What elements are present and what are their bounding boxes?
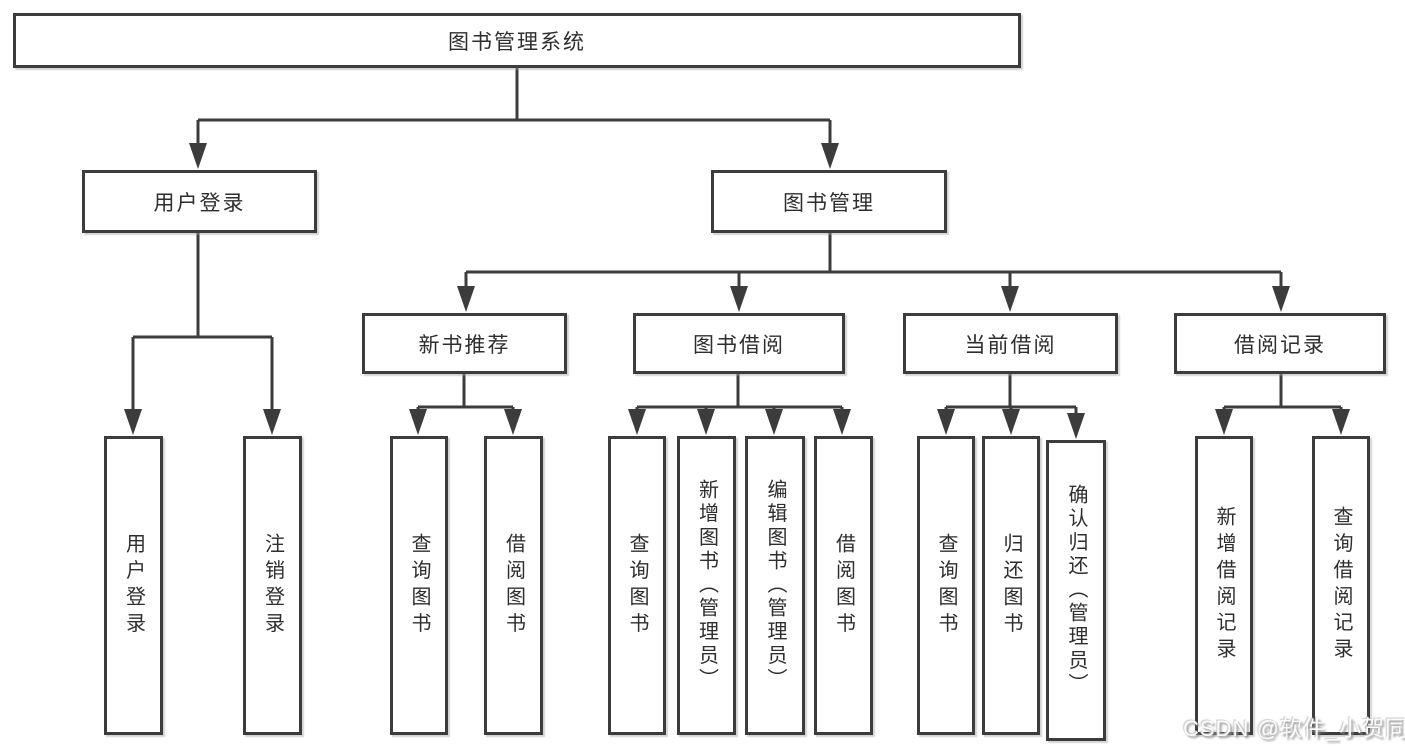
leaf-label: 确认归还（管理员） bbox=[1065, 484, 1087, 697]
node-label: 图书管理系统 bbox=[448, 30, 586, 54]
leaf-return-books: 归还图书 bbox=[982, 436, 1040, 735]
connector-root-branch bbox=[189, 66, 839, 169]
node-root-system: 图书管理系统 bbox=[13, 13, 1021, 68]
leaf-user-login: 用户登录 bbox=[104, 436, 163, 735]
leaf-edit-books-admin: 编辑图书（管理员） bbox=[745, 436, 805, 735]
leaf-add-borrow-record: 新增借阅记录 bbox=[1195, 436, 1253, 735]
leaf-query-books-recommend: 查询图书 bbox=[390, 436, 448, 735]
node-user-login: 用户登录 bbox=[82, 170, 317, 233]
leaf-confirm-return-admin: 确认归还（管理员） bbox=[1046, 440, 1106, 741]
node-borrow-records: 借阅记录 bbox=[1174, 313, 1386, 374]
connector-new-book-branch bbox=[409, 372, 522, 435]
leaf-borrow-books-recommend: 借阅图书 bbox=[484, 436, 543, 735]
node-label: 图书管理 bbox=[783, 191, 875, 215]
node-new-book-recommend: 新书推荐 bbox=[362, 313, 567, 374]
leaf-query-books-borrow: 查询图书 bbox=[608, 436, 666, 735]
leaf-label: 新增图书（管理员） bbox=[695, 479, 718, 692]
csdn-watermark: CSDN @软件_小贺同学 bbox=[1183, 716, 1405, 741]
leaf-label: 查询图书 bbox=[935, 532, 957, 639]
leaf-label: 编辑图书（管理员） bbox=[764, 479, 786, 692]
connector-book-mgmt-branch bbox=[457, 230, 1290, 312]
connector-borrow-records-branch bbox=[1215, 372, 1350, 435]
leaf-logout: 注销登录 bbox=[243, 436, 302, 735]
node-book-borrow: 图书借阅 bbox=[633, 313, 845, 374]
connector-book-borrow-branch bbox=[628, 372, 851, 435]
leaf-add-books-admin: 新增图书（管理员） bbox=[677, 436, 736, 735]
connector-user-login-branch bbox=[124, 230, 281, 435]
node-label: 借阅记录 bbox=[1234, 333, 1326, 357]
node-current-borrow: 当前借阅 bbox=[903, 313, 1118, 374]
node-label: 当前借阅 bbox=[964, 333, 1057, 357]
leaf-label: 归还图书 bbox=[1000, 532, 1022, 639]
node-label: 用户登录 bbox=[153, 191, 246, 215]
node-book-mgmt: 图书管理 bbox=[711, 170, 947, 233]
leaf-label: 新增借阅记录 bbox=[1213, 506, 1235, 665]
leaf-label: 注销登录 bbox=[261, 532, 284, 639]
leaf-label: 查询借阅记录 bbox=[1330, 506, 1352, 665]
leaf-label: 查询图书 bbox=[408, 532, 430, 639]
leaf-label: 查询图书 bbox=[626, 532, 648, 639]
leaf-label: 用户登录 bbox=[122, 532, 145, 639]
leaf-label: 借阅图书 bbox=[502, 532, 525, 639]
connector-current-borrow-branch bbox=[937, 372, 1085, 439]
leaf-query-borrow-record: 查询借阅记录 bbox=[1312, 436, 1370, 735]
leaf-query-books-current: 查询图书 bbox=[917, 436, 975, 735]
leaf-borrow-books: 借阅图书 bbox=[814, 436, 873, 735]
node-label: 图书借阅 bbox=[693, 333, 785, 357]
node-label: 新书推荐 bbox=[418, 333, 511, 357]
leaf-label: 借阅图书 bbox=[832, 532, 855, 639]
